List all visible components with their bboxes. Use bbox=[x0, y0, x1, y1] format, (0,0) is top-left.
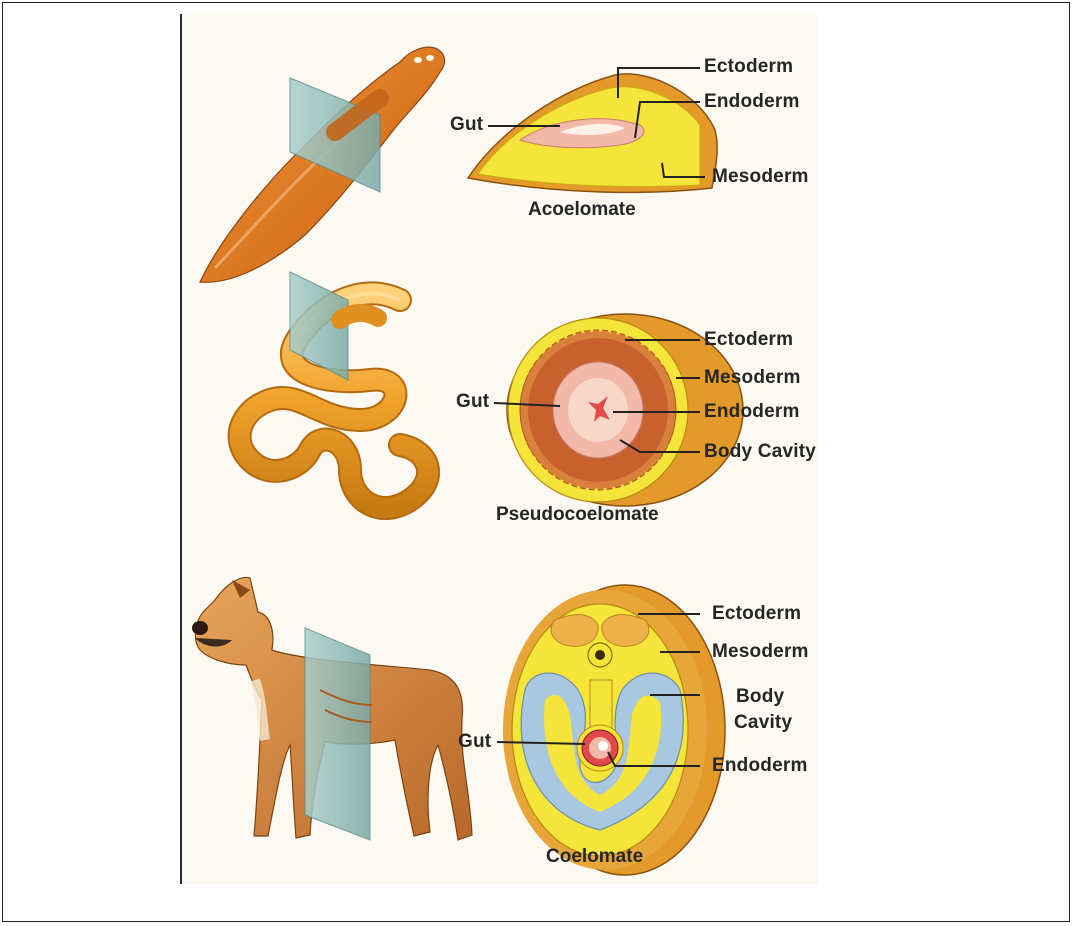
pseudocoelomate-caption: Pseudocoelomate bbox=[496, 504, 659, 526]
pseudocoelomate-mesoderm-label: Mesoderm bbox=[704, 367, 801, 389]
acoelomate-caption: Acoelomate bbox=[528, 199, 636, 221]
coelomate-cavity-label: Cavity bbox=[734, 712, 792, 734]
flatworm-illustration bbox=[200, 47, 445, 282]
pseudocoelomate-endoderm-label: Endoderm bbox=[704, 401, 800, 423]
roundworm-illustration bbox=[240, 272, 429, 508]
dog-illustration bbox=[192, 577, 472, 840]
coelomate-cross-section bbox=[503, 585, 725, 875]
coelomate-caption: Coelomate bbox=[546, 846, 643, 868]
acoelomate-ectoderm-label: Ectoderm bbox=[704, 56, 793, 78]
acoelomate-cross-section bbox=[468, 74, 717, 193]
pseudocoelomate-ectoderm-label: Ectoderm bbox=[704, 329, 793, 351]
coelomate-mesoderm-label: Mesoderm bbox=[712, 641, 809, 663]
acoelomate-mesoderm-label: Mesoderm bbox=[712, 166, 809, 188]
coelomate-ectoderm-label: Ectoderm bbox=[712, 603, 801, 625]
coelomate-gut-label: Gut bbox=[458, 731, 491, 753]
acoelomate-gut-label: Gut bbox=[450, 114, 483, 136]
pseudocoelomate-body-cavity-label: Body Cavity bbox=[704, 441, 816, 463]
coelomate-body-label: Body bbox=[736, 686, 784, 708]
acoelomate-endoderm-label: Endoderm bbox=[704, 91, 800, 113]
coelomate-endoderm-label: Endoderm bbox=[712, 755, 808, 777]
pseudocoelomate-gut-label: Gut bbox=[456, 391, 489, 413]
